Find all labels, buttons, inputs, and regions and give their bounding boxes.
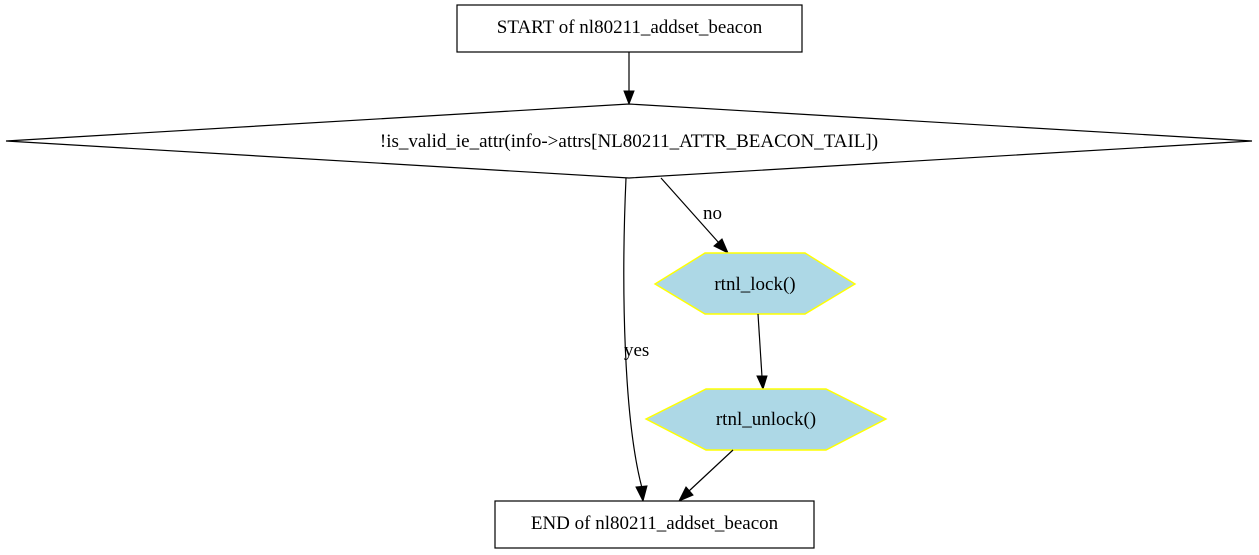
start-node: START of nl80211_addset_beacon [456, 4, 803, 53]
lock-call-label: rtnl_lock() [714, 274, 795, 295]
condition-node: !is_valid_ie_attr(info->attrs[NL80211_AT… [5, 103, 1253, 179]
edge-label-no: no [703, 203, 722, 224]
edge-label-yes: yes [624, 340, 649, 361]
start-node-label: START of nl80211_addset_beacon [497, 17, 763, 38]
lock-call-shape [653, 252, 857, 315]
end-node: END of nl80211_addset_beacon [494, 500, 815, 549]
unlock-call-node: rtnl_unlock() [644, 388, 888, 451]
edge-condition-to-lock-no: no [660, 177, 729, 255]
lock-call-node: rtnl_lock() [653, 252, 857, 315]
unlock-call-shape [644, 388, 888, 451]
edge-start-to-condition [623, 52, 635, 106]
edge-condition-to-end-yes: yes [623, 177, 649, 503]
unlock-call-label: rtnl_unlock() [716, 409, 816, 430]
edge-unlock-to-end [677, 449, 734, 502]
edge-lock-to-unlock [756, 313, 768, 391]
condition-node-label: !is_valid_ie_attr(info->attrs[NL80211_AT… [380, 131, 878, 152]
end-node-label: END of nl80211_addset_beacon [531, 513, 779, 534]
